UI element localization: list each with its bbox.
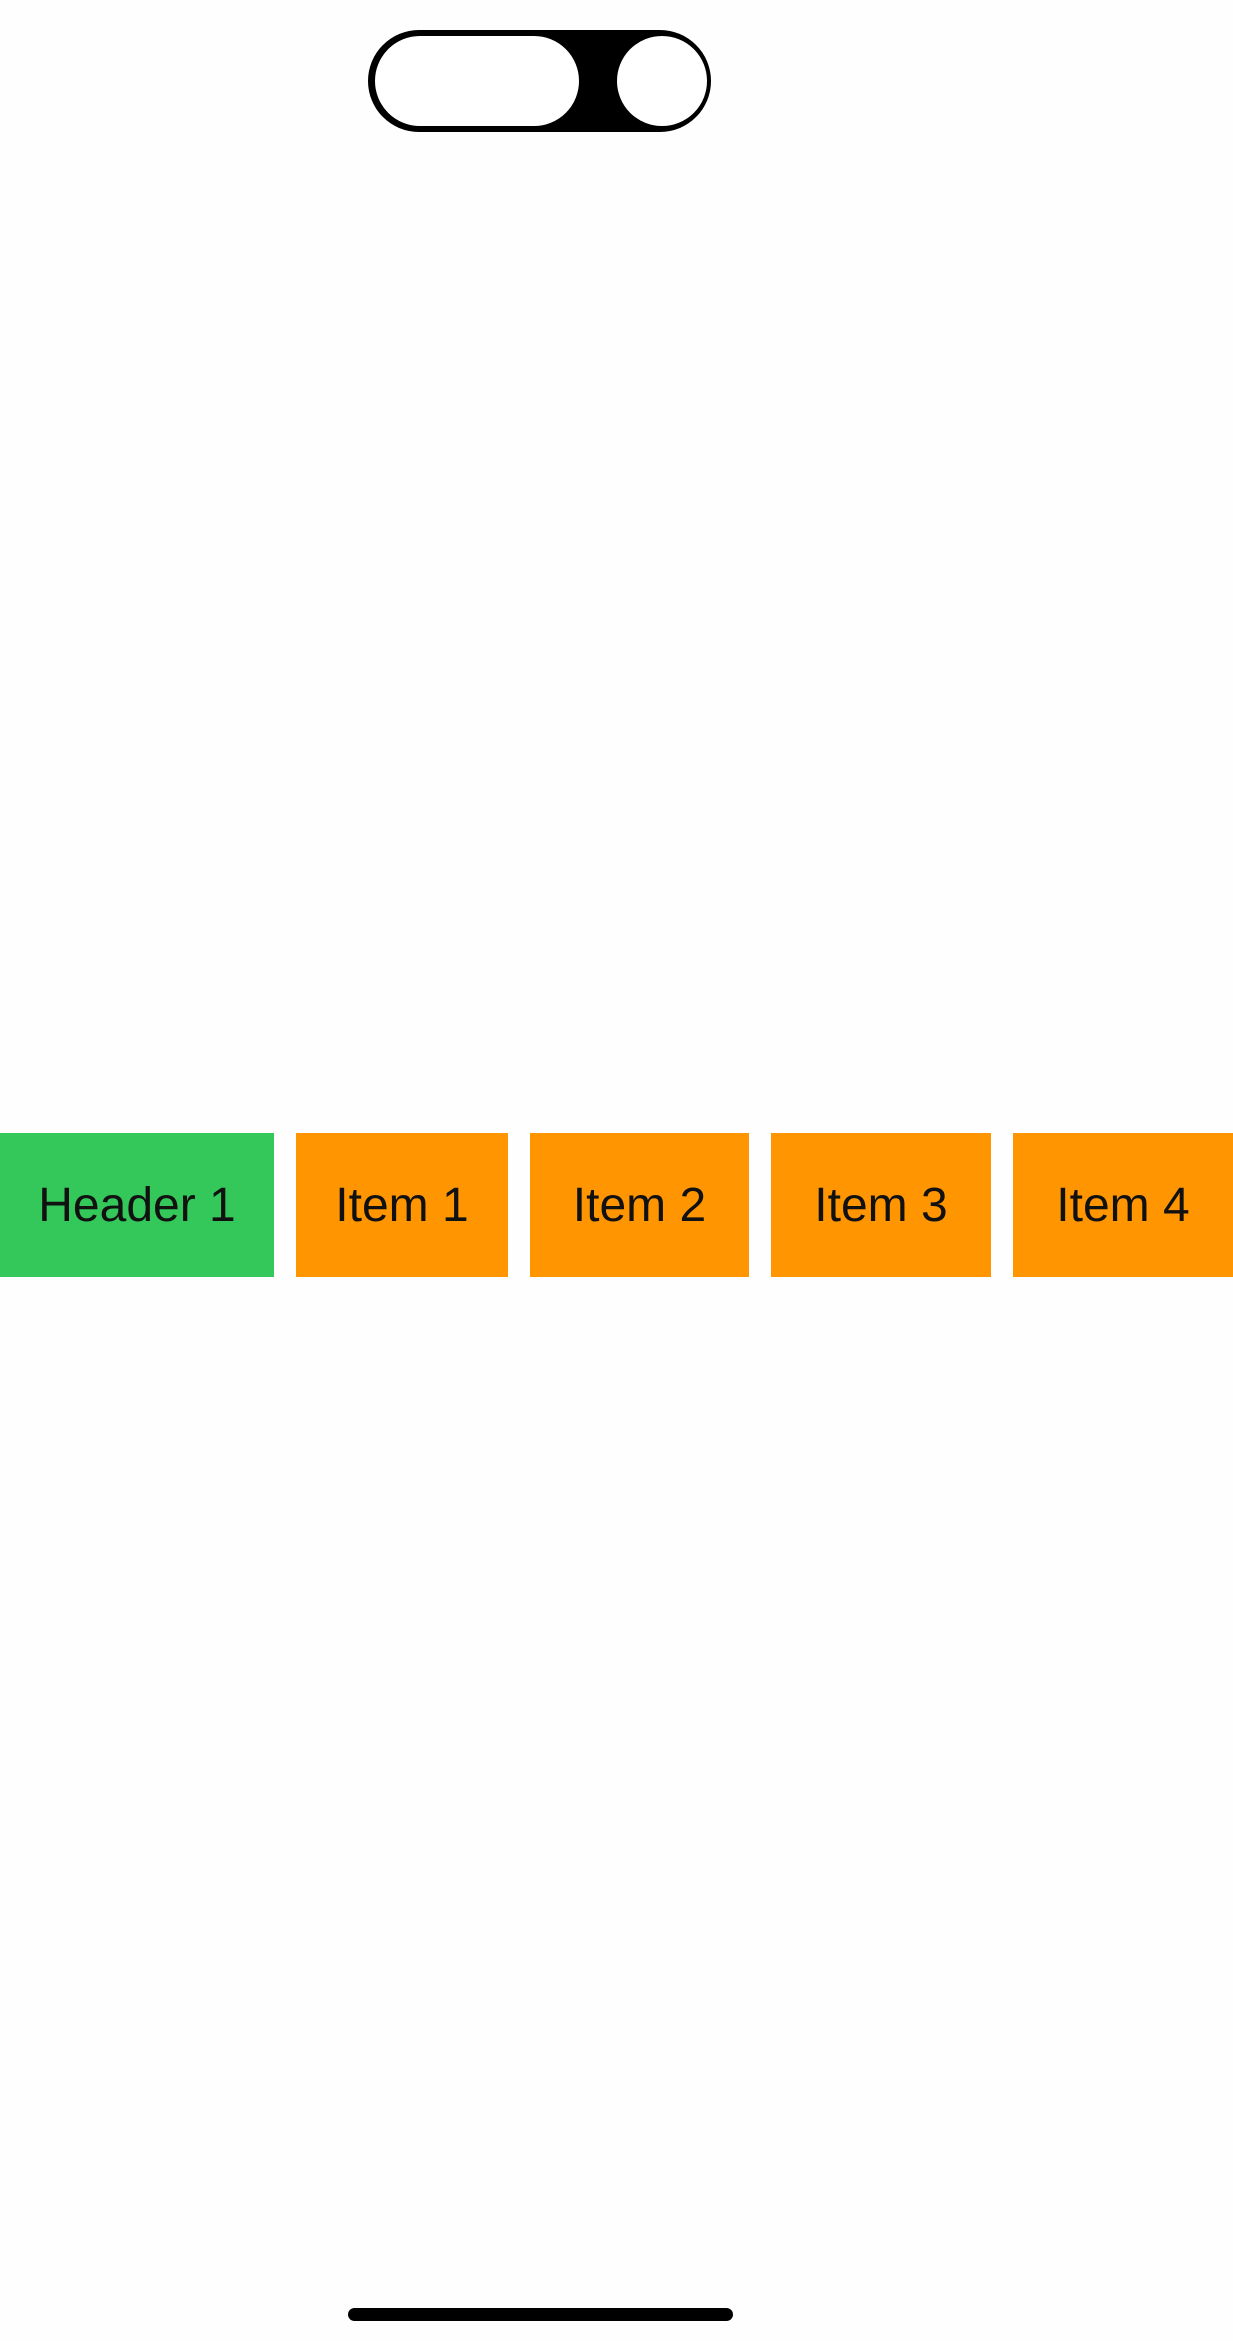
list-item-label: Item 2: [572, 1178, 707, 1232]
list-item-label: Item 1: [335, 1178, 469, 1232]
list-item[interactable]: Item 4: [1013, 1133, 1233, 1277]
list-item[interactable]: Item 3: [771, 1133, 991, 1277]
list-item-label: Item 3: [814, 1178, 948, 1232]
section-header-label: Header 1: [38, 1178, 236, 1232]
home-indicator[interactable]: [348, 2308, 733, 2321]
list-item[interactable]: Item 2: [530, 1133, 749, 1277]
island-pill-shape: [372, 33, 582, 129]
list-item-label: Item 4: [1056, 1178, 1190, 1232]
section-header: Header 1: [0, 1133, 274, 1277]
horizontal-scroll-list[interactable]: Header 1 Item 1 Item 2 Item 3 Item 4: [0, 1133, 1233, 1277]
list-item[interactable]: Item 1: [296, 1133, 508, 1277]
island-camera-circle: [614, 33, 710, 129]
